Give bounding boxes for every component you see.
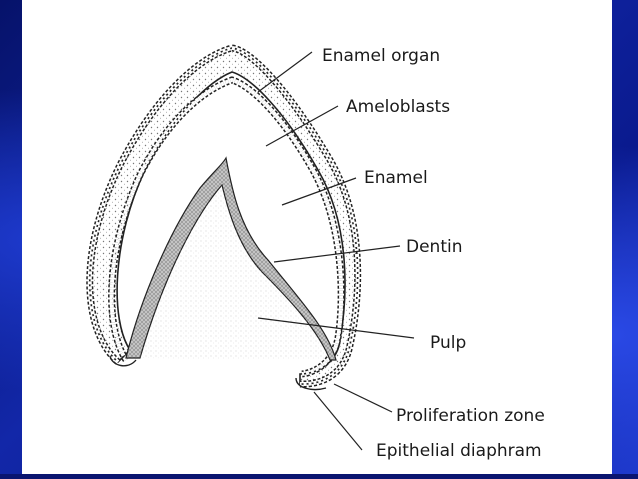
cervical-loop-right [295,377,327,391]
bottom-strip [0,474,638,479]
enamel-organ-shape [89,47,359,385]
label-enamel: Enamel [364,168,428,188]
label-enamel-organ: Enamel organ [322,46,440,66]
label-dentin: Dentin [406,237,463,257]
label-ameloblasts: Ameloblasts [346,97,450,117]
leader-enamel [281,177,357,206]
cervical-loop-left [109,355,137,367]
leader-dentin [273,245,401,263]
label-pulp: Pulp [430,333,466,353]
leader-ameloblasts [265,105,339,147]
leader-epithelial-diaphram [313,391,363,451]
label-epithelial-diaphram: Epithelial diaphram [376,441,542,461]
leader-enamel-organ [257,51,313,93]
leader-proliferation-zone [333,383,393,413]
leader-pulp [257,317,415,339]
pulp-shape [140,185,330,360]
label-proliferation-zone: Proliferation zone [396,406,545,426]
